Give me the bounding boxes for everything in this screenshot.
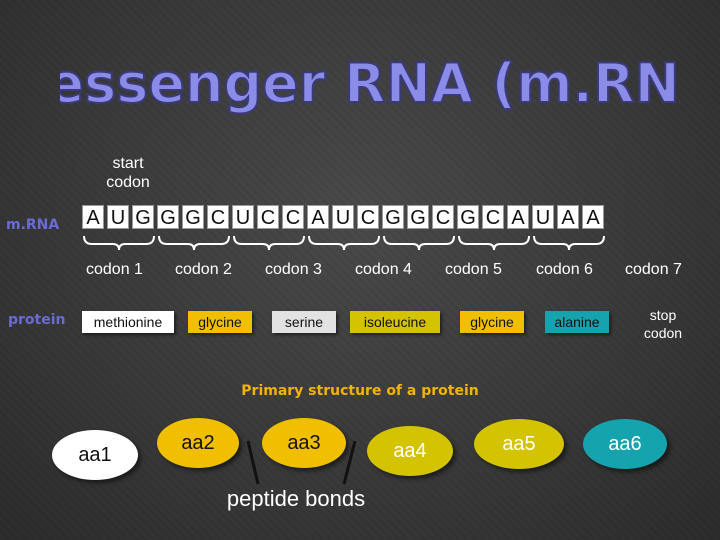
page-title: Messenger RNA (m.RNA) — [60, 51, 680, 116]
codon-label: codon 3 — [265, 261, 322, 278]
codon-label: codon 1 — [86, 261, 143, 278]
mrna-base: A — [307, 205, 329, 229]
mrna-base: A — [557, 205, 579, 229]
amino-acid-oval: aa3 — [262, 418, 346, 468]
mrna-base: G — [132, 205, 154, 229]
amino-acid-oval: aa1 — [52, 430, 138, 480]
amino-acid-box: glycine — [188, 311, 252, 333]
protein-row-label: protein — [8, 312, 66, 328]
mrna-base: U — [107, 205, 129, 229]
amino-acid-box: alanine — [545, 311, 609, 333]
mrna-base: U — [232, 205, 254, 229]
codon-label: codon 5 — [445, 261, 502, 278]
codon-brace — [383, 235, 455, 251]
codon-brace — [533, 235, 605, 251]
codon-brace — [308, 235, 380, 251]
mrna-base: G — [182, 205, 204, 229]
mrna-base: A — [507, 205, 529, 229]
svg-text:Messenger RNA (m.RNA): Messenger RNA (m.RNA) — [60, 52, 680, 115]
mrna-base: A — [82, 205, 104, 229]
amino-acid-oval: aa6 — [583, 419, 667, 469]
codon-brace — [233, 235, 305, 251]
amino-acid-box: methionine — [82, 311, 174, 333]
codon-label: codon 4 — [355, 261, 412, 278]
stop-codon-label: stop codon — [643, 307, 683, 341]
start-codon-label: start codon — [106, 155, 150, 191]
mrna-base: G — [407, 205, 429, 229]
mrna-base: G — [457, 205, 479, 229]
codon-brace — [83, 235, 155, 251]
codon-label: codon 2 — [175, 261, 232, 278]
amino-acid-box: glycine — [460, 311, 524, 333]
mrna-base: A — [582, 205, 604, 229]
amino-acid-oval: aa5 — [474, 419, 564, 469]
peptide-bonds-label: peptide bonds — [226, 486, 366, 511]
mrna-row-label: m.RNA — [6, 217, 60, 233]
mrna-base: C — [482, 205, 504, 229]
amino-acid-oval: aa4 — [367, 426, 453, 476]
mrna-base: C — [357, 205, 379, 229]
mrna-base: U — [532, 205, 554, 229]
mrna-base: G — [382, 205, 404, 229]
mrna-base: C — [257, 205, 279, 229]
amino-acid-oval: aa2 — [157, 418, 239, 468]
codon-brace — [458, 235, 530, 251]
mrna-base: G — [157, 205, 179, 229]
codon-brace — [158, 235, 230, 251]
mrna-base: C — [282, 205, 304, 229]
amino-acid-box: isoleucine — [350, 311, 440, 333]
mrna-base: C — [432, 205, 454, 229]
amino-acid-box: serine — [272, 311, 336, 333]
codon-label: codon 6 — [536, 261, 593, 278]
mrna-base: C — [207, 205, 229, 229]
primary-structure-heading: Primary structure of a protein — [241, 383, 479, 399]
codon-label: codon 7 — [625, 261, 682, 278]
mrna-base: U — [332, 205, 354, 229]
